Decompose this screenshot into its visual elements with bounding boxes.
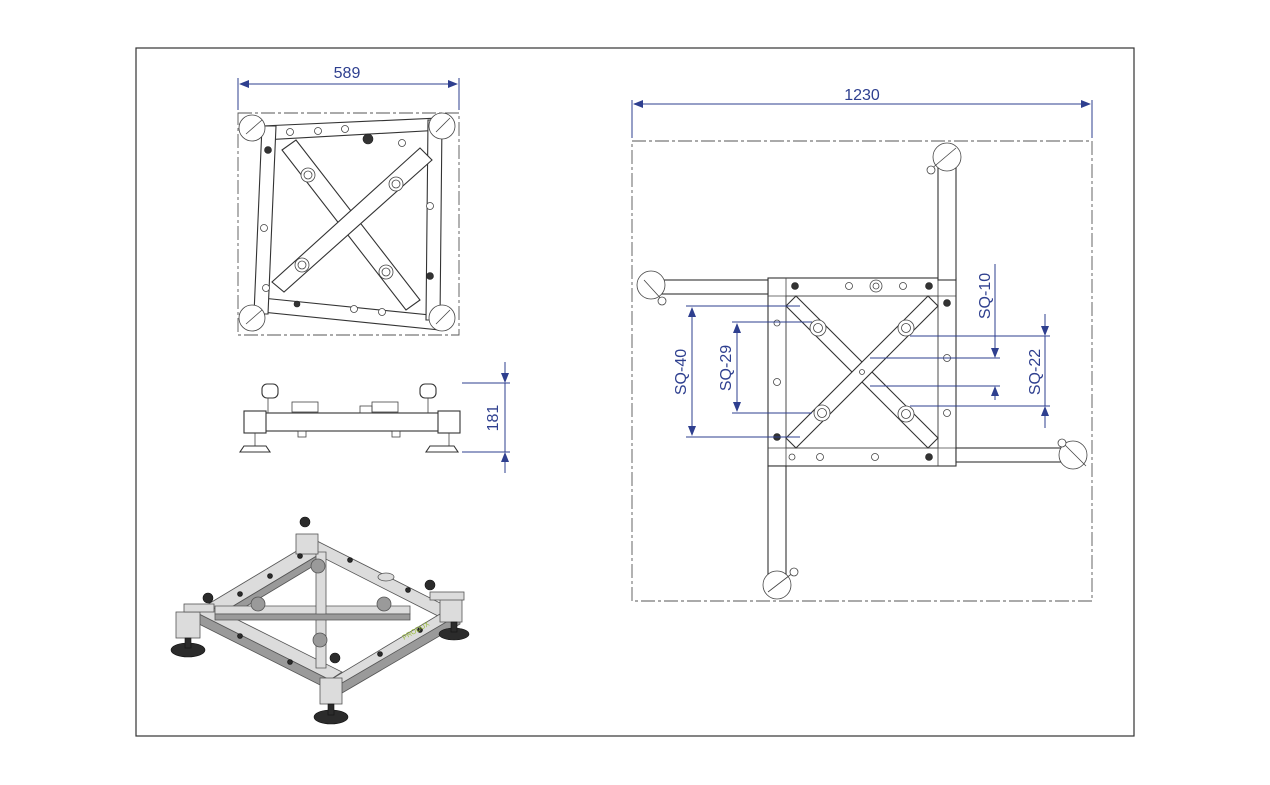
sq40-dimension: SQ-40 — [673, 349, 690, 395]
side-view-height-dimension: 181 — [485, 405, 502, 432]
sq29-dimension: SQ-29 — [718, 345, 735, 391]
sq10-dimension: SQ-10 — [977, 273, 994, 319]
plan-view — [631, 100, 1093, 602]
isometric-view — [170, 516, 470, 725]
plan-view-width-dimension: 1230 — [844, 87, 880, 104]
top-view-width-dimension: 589 — [334, 65, 361, 82]
top-view — [237, 78, 460, 336]
sq22-dimension: SQ-22 — [1027, 349, 1044, 395]
side-view — [238, 362, 510, 473]
sheet-border — [135, 47, 1135, 737]
